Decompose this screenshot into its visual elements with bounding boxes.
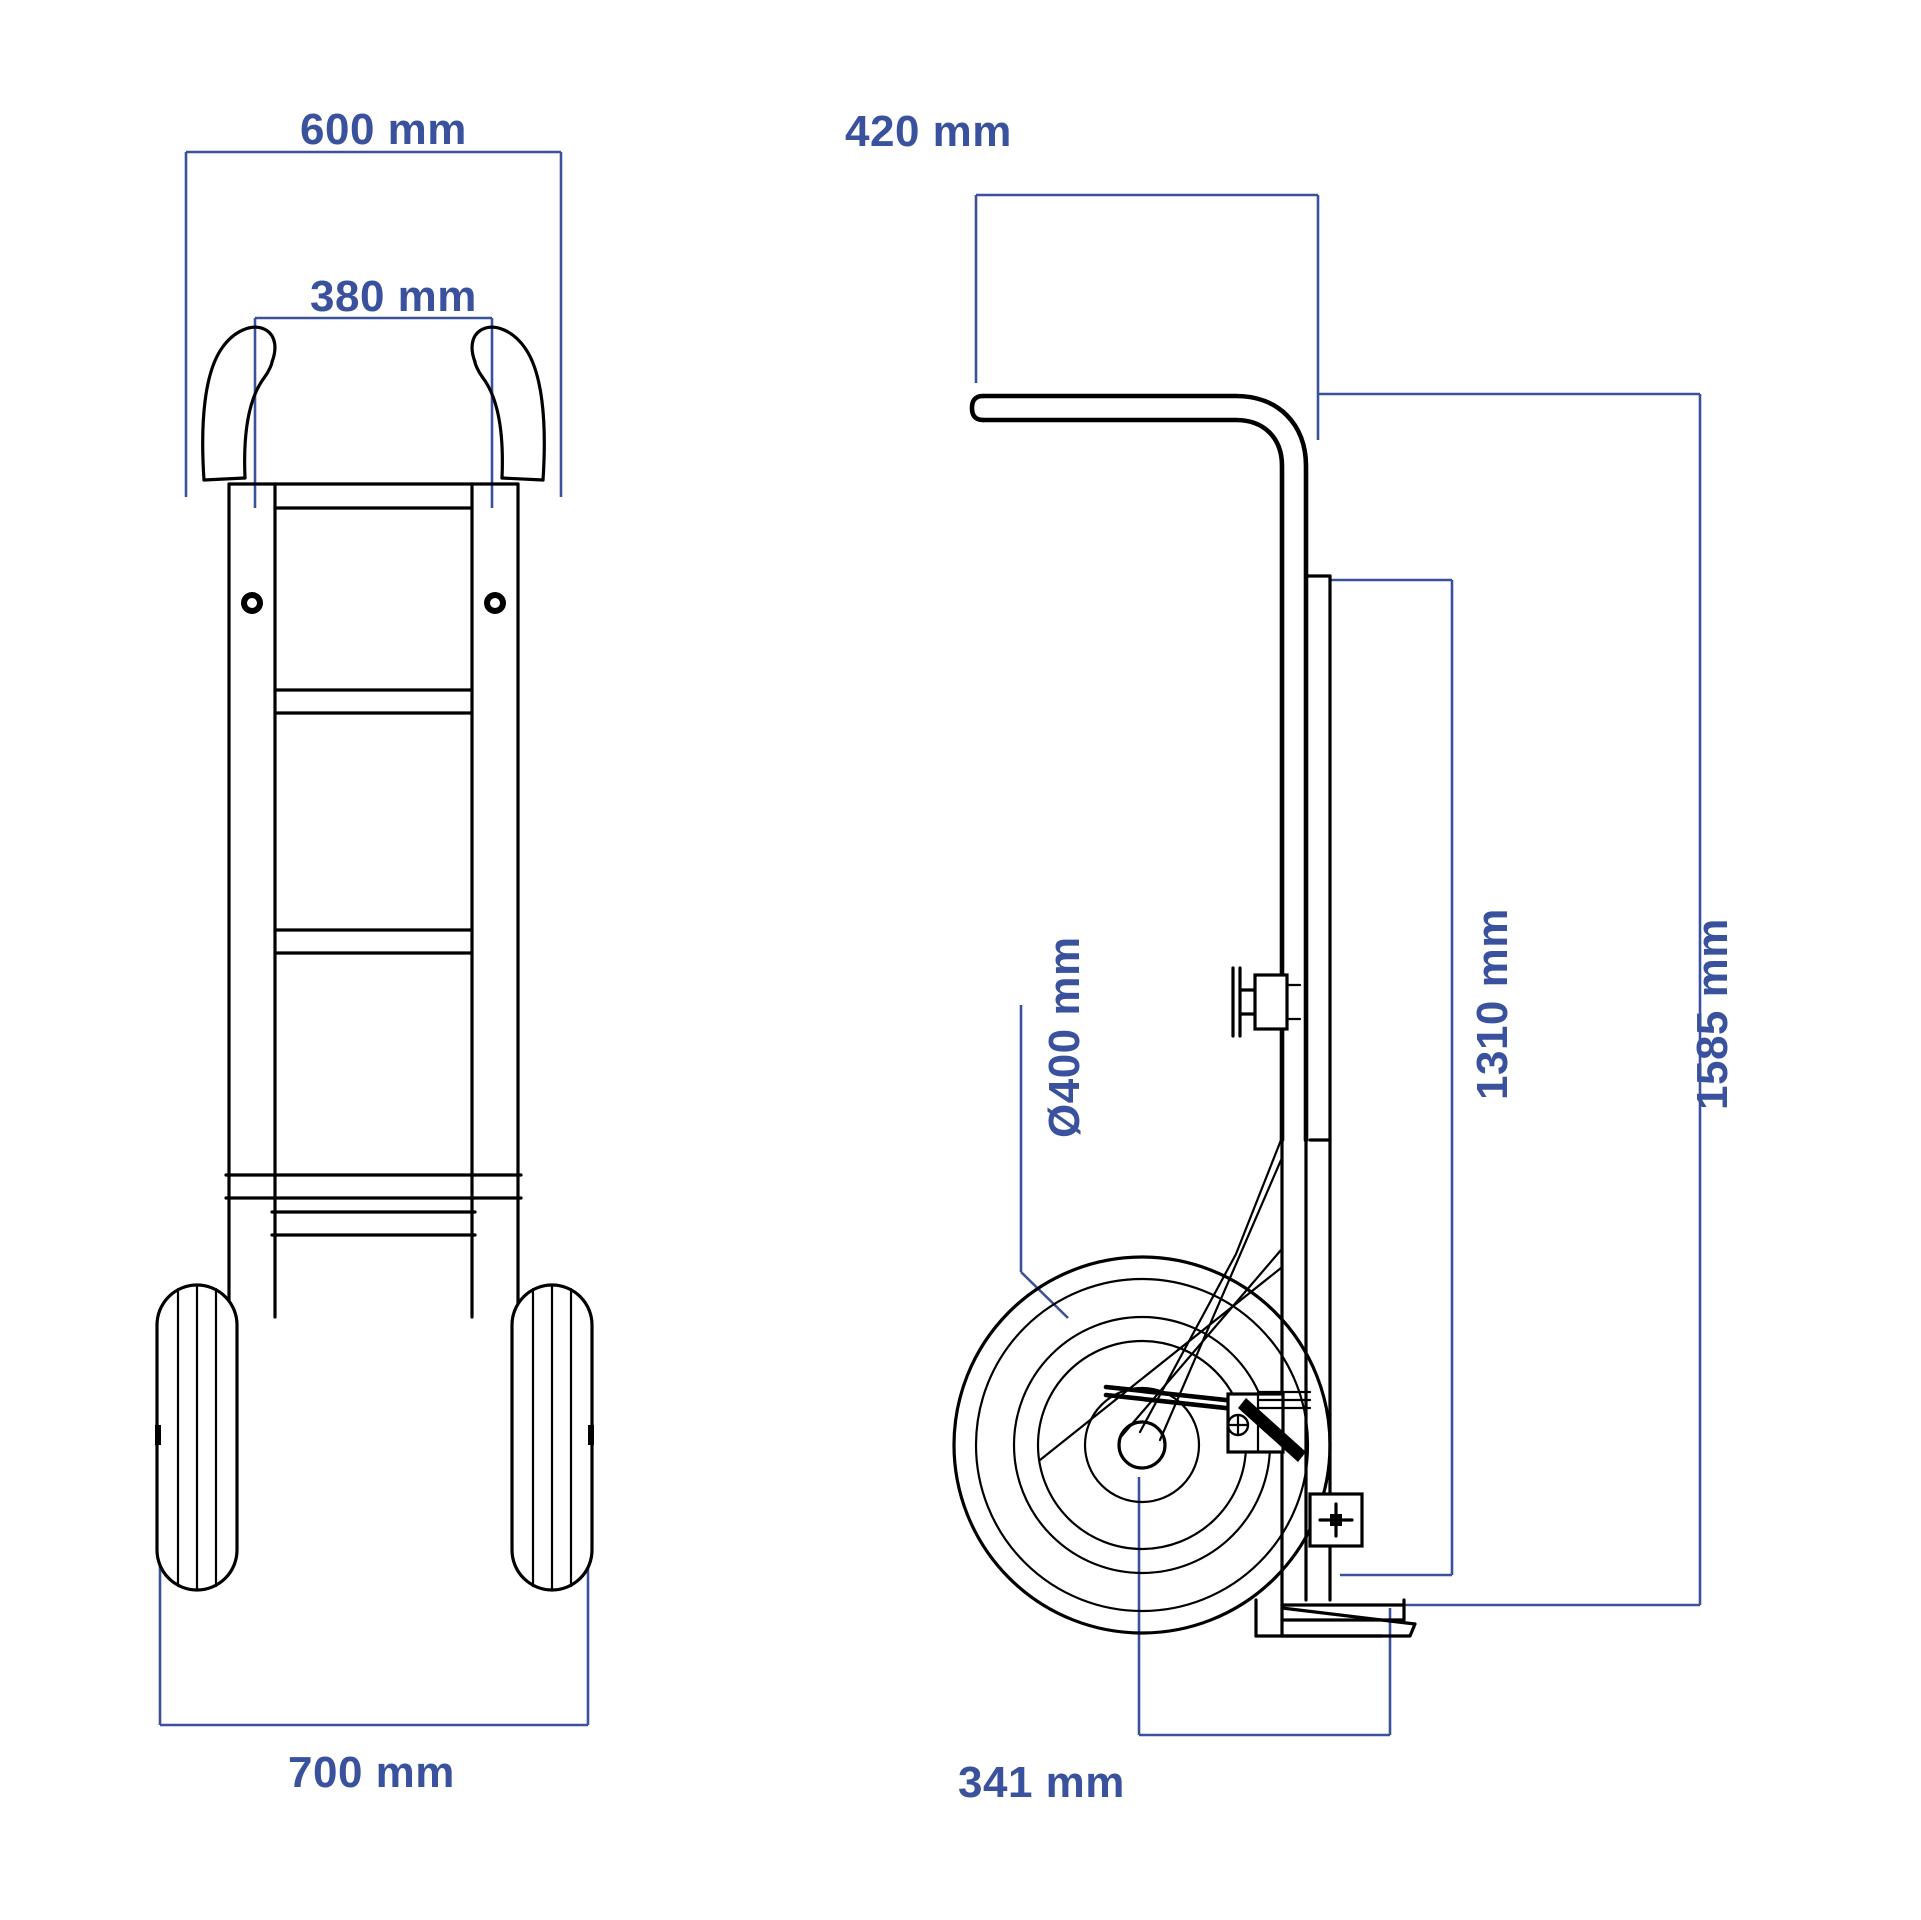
dim-label-1585: 1585 mm (1688, 918, 1737, 1110)
dim-1585-lines (1318, 392, 1702, 1607)
front-wheel-right (510, 1283, 594, 1592)
dim-d400-leader (1019, 1005, 1069, 1319)
front-wheel-left (155, 1283, 239, 1592)
dim-341-lines (1137, 1477, 1392, 1737)
dim-label-420: 420 mm (845, 107, 1012, 156)
dim-380-lines (253, 316, 494, 508)
dim-420-lines (974, 193, 1320, 440)
dim-1310-lines (1330, 578, 1454, 1577)
lower-bracket (1308, 1492, 1364, 1548)
dim-600-lines (184, 150, 563, 497)
dim-label-380: 380 mm (310, 272, 477, 321)
dim-label-600: 600 mm (300, 105, 467, 154)
fastener-stack (1238, 1390, 1312, 1462)
bolt-fixing-right (484, 592, 506, 614)
toe-plate (1254, 1598, 1406, 1638)
side-view-geometry (952, 393, 1417, 1638)
securing-knob (1231, 966, 1302, 1038)
front-view-geometry (155, 325, 594, 1592)
dim-label-700: 700 mm (288, 1748, 455, 1797)
dim-label-1310: 1310 mm (1468, 908, 1517, 1100)
bolt-fixing-left (241, 592, 263, 614)
dim-label-wheel-diameter: Ø400 mm (1040, 936, 1089, 1138)
dim-label-341: 341 mm (958, 1758, 1125, 1807)
